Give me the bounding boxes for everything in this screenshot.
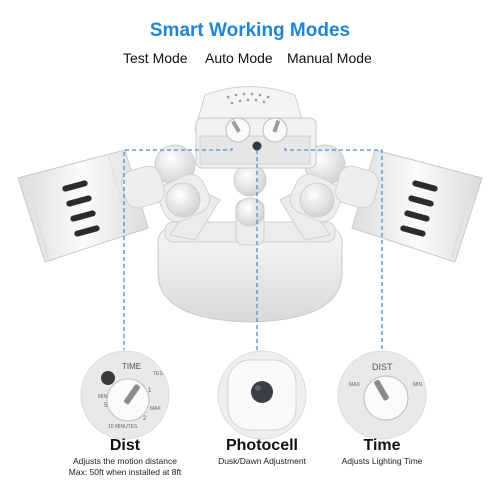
dist-description-line1: Adjusts the motion distance — [73, 456, 177, 466]
dial-text-min: MIN — [98, 394, 108, 400]
center-swivel — [233, 163, 267, 246]
left-lamp-head — [17, 149, 166, 263]
guide-line-time — [284, 148, 383, 350]
guide-line-dist — [123, 148, 233, 350]
dial-text-2: 2 — [143, 416, 147, 422]
dial-text-max: MAX — [150, 406, 162, 412]
photocell-sensor-icon — [251, 381, 273, 403]
mode-label-test: Test Mode — [123, 50, 188, 66]
right-arm — [279, 144, 346, 241]
time-label: Time — [363, 437, 401, 454]
dial-text-dist: DIST — [372, 362, 393, 372]
dial-text-1: 1 — [148, 388, 152, 394]
detail-circle-photocell — [217, 350, 307, 440]
page-title: Smart Working Modes — [149, 20, 351, 41]
mode-label-auto: Auto Mode — [205, 50, 273, 66]
dial-text-5: 5 — [104, 403, 108, 409]
detail-circle-time: DIST MAX MIN — [337, 350, 427, 440]
dial-text-max-right: MAX — [349, 382, 361, 388]
dial-text-10-minutes: 10 MINUTES — [108, 424, 138, 430]
dist-label: Dist — [109, 437, 141, 454]
dial-text-time: TIME — [122, 362, 141, 371]
photocell-description: Dusk/Dawn Adjustment — [218, 456, 306, 466]
detail-circle-dist: TIME TEST MIN 5 MAX 10 MINUTES 1 2 — [80, 350, 170, 440]
dist-description-line2: Max: 50ft when installed at 8ft — [68, 467, 182, 477]
mode-label-manual: Manual Mode — [287, 50, 372, 66]
dial-text-min-right: MIN — [413, 382, 423, 388]
time-description: Adjusts Lighting Time — [341, 456, 423, 466]
motion-sensor-head — [194, 86, 317, 169]
left-arm — [154, 144, 221, 241]
right-lamp-head — [334, 149, 483, 263]
photocell-label: Photocell — [225, 437, 298, 454]
guide-lines — [123, 148, 383, 350]
dial-text-test: TEST — [153, 371, 166, 377]
base-housing — [157, 221, 343, 323]
